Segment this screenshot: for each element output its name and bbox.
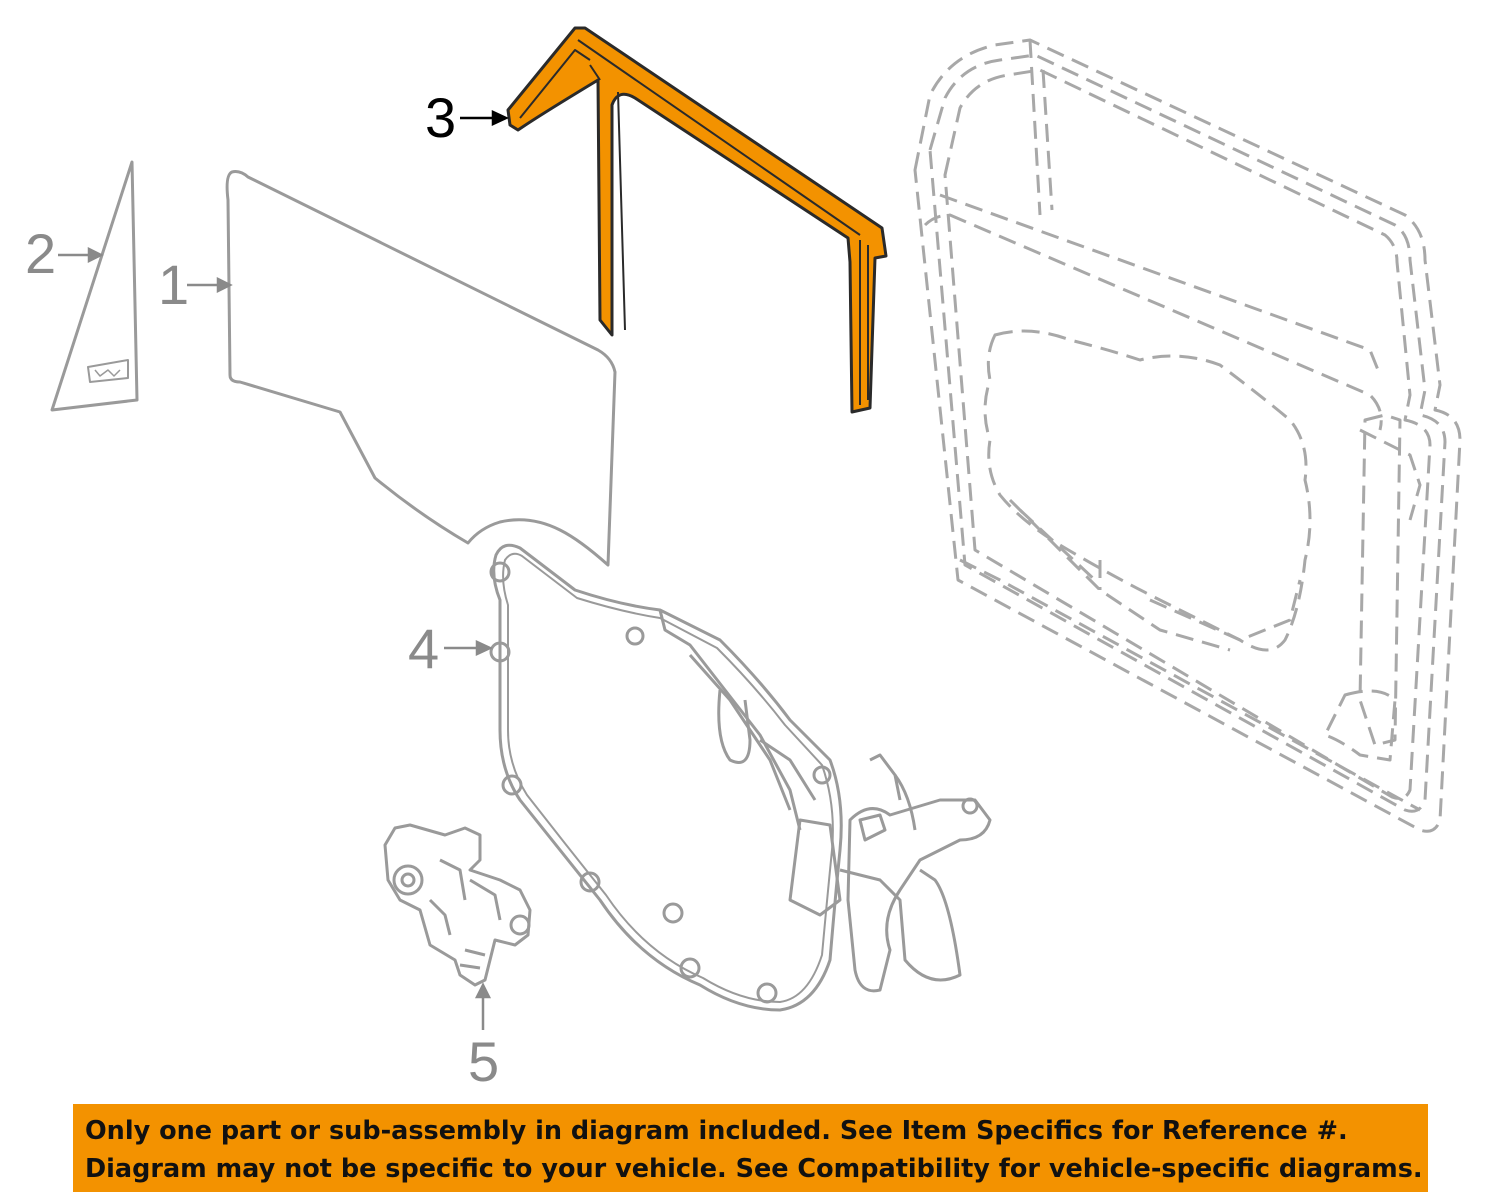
disclaimer-line-2: Diagram may not be specific to your vehi… <box>85 1154 1423 1184</box>
part-5-window-motor <box>383 823 532 987</box>
part-4-window-regulator <box>489 543 992 1012</box>
part-3-glass-run-channel <box>506 26 888 414</box>
leader-arrow-1 <box>187 276 233 294</box>
part-2-vent-glass <box>50 160 139 412</box>
callout-4: 4 <box>408 617 440 680</box>
leader-arrow-3 <box>460 110 509 126</box>
callout-1: 1 <box>158 253 190 316</box>
callout-5: 5 <box>468 1030 500 1093</box>
parts-diagram <box>50 26 1462 1030</box>
callout-2: 2 <box>25 222 57 285</box>
callout-3: 3 <box>425 86 457 149</box>
part-1-door-glass <box>225 170 617 567</box>
leader-arrow-5 <box>474 982 492 1030</box>
door-shell-outline <box>913 38 1462 833</box>
leader-arrows <box>58 110 509 1030</box>
disclaimer-line-1: Only one part or sub-assembly in diagram… <box>85 1116 1348 1146</box>
disclaimer-banner: Only one part or sub-assembly in diagram… <box>73 1104 1428 1192</box>
leader-arrow-4 <box>444 640 493 656</box>
leader-arrow-2 <box>58 246 104 264</box>
